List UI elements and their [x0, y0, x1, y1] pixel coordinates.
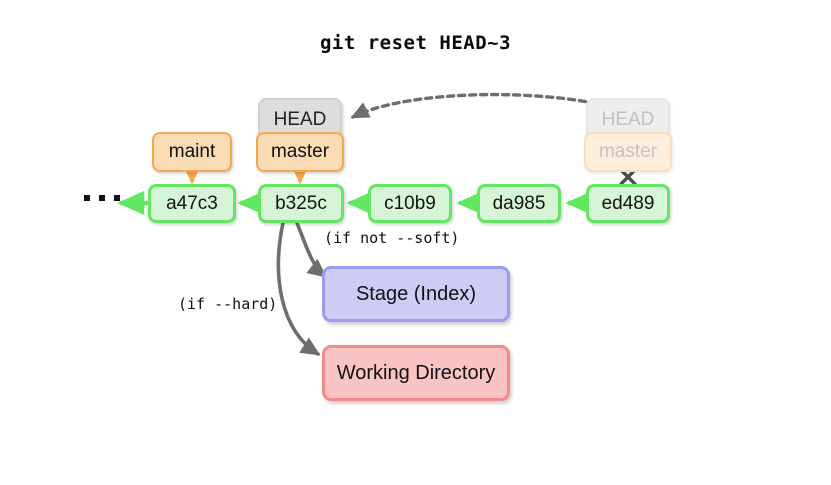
stage-index-box[interactable]: Stage (Index) — [322, 266, 510, 322]
annotation-if-not-soft: (if not --soft) — [324, 229, 460, 247]
workdir-label: Working Directory — [336, 361, 496, 384]
ellipsis-dot — [99, 195, 105, 201]
branch-name: master — [270, 141, 330, 162]
reset-to-stage-arrow — [295, 221, 328, 278]
branch-pointer-arrows — [182, 163, 310, 185]
stage-label: Stage (Index) — [355, 282, 477, 305]
commit-node-a47c3[interactable]: a47c3 — [148, 184, 236, 223]
branch-label-master-current[interactable]: master — [256, 132, 344, 172]
ellipsis-dot — [114, 195, 120, 201]
commit-label: b325c — [275, 192, 327, 214]
head-name: HEAD — [601, 109, 655, 130]
branch-label-master-ghost: master — [584, 132, 672, 172]
ellipsis-dot — [84, 195, 90, 201]
commit-label: a47c3 — [166, 192, 218, 214]
branch-label-maint[interactable]: maint — [152, 132, 232, 172]
commit-node-b325c[interactable]: b325c — [258, 184, 344, 223]
commit-label: da985 — [492, 192, 546, 214]
page-title: git reset HEAD~3 — [319, 32, 512, 54]
commit-label: c10b9 — [384, 192, 436, 214]
detached-x-mark — [619, 168, 637, 186]
commit-node-c10b9[interactable]: c10b9 — [368, 184, 452, 223]
reset-to-workdir-arrow — [276, 221, 321, 356]
ellipsis-dots — [84, 195, 120, 201]
annotation-if-hard: (if --hard) — [178, 295, 278, 313]
head-name: HEAD — [273, 109, 327, 130]
commit-label: ed489 — [601, 192, 655, 214]
commit-node-da985[interactable]: da985 — [477, 184, 561, 223]
commit-node-ed489[interactable]: ed489 — [586, 184, 670, 223]
branch-name: maint — [168, 141, 216, 162]
branch-name: master — [598, 141, 658, 162]
working-directory-box[interactable]: Working Directory — [322, 345, 510, 401]
